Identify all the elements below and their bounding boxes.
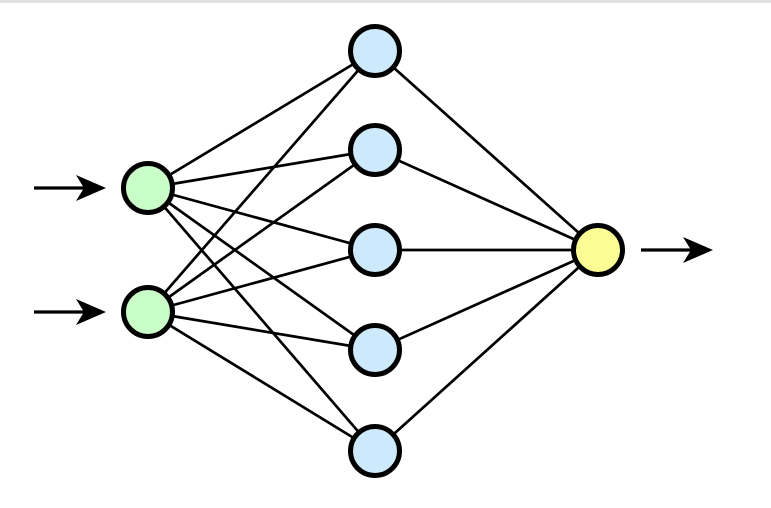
hidden-node-1 (348, 24, 402, 78)
output-node-1 (571, 223, 625, 277)
edge-h2-o1 (374, 148, 599, 252)
edge-i2-h4 (147, 310, 376, 352)
edge-h5-o1 (374, 248, 599, 453)
edge-i2-h1 (146, 50, 377, 313)
edge-i2-h2 (147, 148, 376, 314)
edge-i2-h3 (147, 248, 376, 314)
input-arrow-2 (34, 299, 106, 325)
window-top-edge (0, 0, 771, 3)
hidden-node-5 (348, 424, 402, 478)
edge-i1-h2 (147, 148, 376, 190)
edge-i2-h5 (147, 310, 376, 453)
hidden-node-4 (348, 323, 402, 377)
edge-i1-h5 (146, 187, 377, 452)
input-node-1 (121, 161, 175, 215)
edge-i1-h4 (147, 186, 376, 352)
input-arrow-1 (34, 175, 106, 201)
edge-h4-o1 (374, 248, 599, 352)
edge-i1-h3 (147, 186, 376, 252)
hidden-node-2 (348, 123, 402, 177)
input-node-2 (121, 285, 175, 339)
input-arrow-1-head-icon (76, 175, 106, 201)
edge-i1-h1 (147, 49, 376, 190)
input-arrow-2-head-icon (76, 299, 106, 325)
hidden-node-3 (348, 223, 402, 277)
output-arrow (641, 237, 713, 263)
edge-h1-o1 (374, 49, 599, 252)
output-arrow-head-icon (683, 237, 713, 263)
